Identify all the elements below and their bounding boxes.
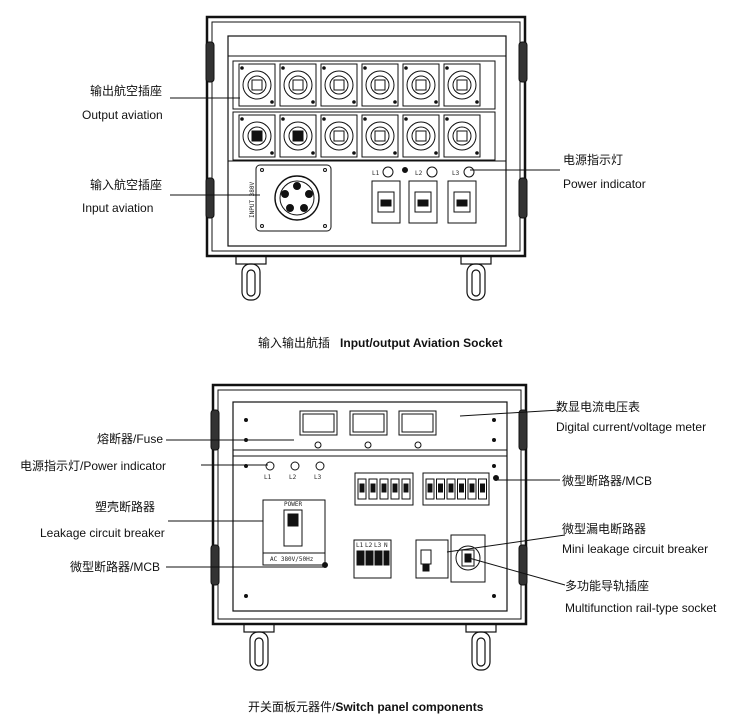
- mcb-toggle: [392, 483, 398, 493]
- mcb-toggle: [381, 483, 387, 493]
- output-socket: [361, 63, 399, 107]
- mini-leakage-breaker: [415, 539, 449, 579]
- figure1-caption-cn: 输入输出航插: [258, 336, 331, 350]
- mcb-pole: [478, 478, 487, 500]
- mcb-pole: [368, 478, 378, 500]
- mcb-toggle: [370, 483, 376, 493]
- mcb-toggle: [480, 483, 485, 493]
- mcb-pole: [436, 478, 445, 500]
- output-socket: [238, 114, 276, 158]
- mcb-pole: [457, 478, 466, 500]
- rail-socket: [450, 534, 486, 583]
- output-socket: [361, 114, 399, 158]
- mcb-pole: [425, 478, 435, 500]
- top-indicator-lamps: [382, 166, 475, 178]
- label-meter-cn: 数显电流电压表: [556, 400, 641, 414]
- breaker-rating-label: AC 380V/50Hz: [270, 556, 314, 563]
- lamp2-label-l1: L1: [264, 474, 272, 481]
- top-case-outline: [205, 15, 528, 258]
- label-power-indicator: 电源指示灯/Power indicator: [20, 459, 167, 473]
- output-socket: [402, 63, 440, 107]
- top-small-sockets: [371, 180, 477, 224]
- top-wheels: [235, 255, 492, 301]
- figure1-caption: 输入输出航插 Input/output Aviation Socket: [258, 336, 502, 350]
- label-mini-cn: 微型漏电断路器: [562, 522, 647, 536]
- label-output-cn: 输出航空插座: [90, 84, 163, 98]
- molded-case-breaker: [262, 499, 326, 566]
- breaker-power-label: POWER: [284, 501, 302, 508]
- bottom-wheels: [243, 623, 497, 671]
- mcb-label-l2: L2: [365, 542, 373, 549]
- mcb-toggle: [448, 483, 454, 493]
- label-input-cn: 输入航空插座: [90, 178, 163, 192]
- lamp-label-l3: L3: [452, 170, 460, 177]
- figure2-caption: 开关面板元器件/Switch panel components: [248, 700, 483, 714]
- bottom-indicator-lamps: [265, 461, 325, 471]
- mcb-toggle: [427, 483, 433, 493]
- label-fuse: 熔断器/Fuse: [97, 432, 164, 446]
- small-socket: [447, 180, 477, 224]
- panel-screws: [244, 418, 499, 598]
- figure2-caption-cn: 开关面板元器件/: [248, 700, 336, 714]
- label-power-cn: 电源指示灯: [563, 153, 624, 167]
- label-rail-cn: 多功能导轨插座: [565, 579, 650, 593]
- label-meter-en: Digital current/voltage meter: [556, 420, 707, 434]
- input-plate-text: INPUT 380V: [249, 181, 256, 218]
- mcb-toggle: [438, 483, 443, 493]
- output-socket: [443, 114, 481, 158]
- label-input-en: Input aviation: [82, 201, 154, 215]
- mcb-pole: [379, 478, 389, 500]
- label-mcb-left: 微型断路器/MCB: [70, 560, 161, 574]
- label-output-en: Output aviation: [82, 108, 163, 122]
- mcb-toggle: [469, 483, 475, 493]
- mcb-toggle: [359, 483, 365, 493]
- label-rail-en: Multifunction rail-type socket: [565, 601, 717, 615]
- output-socket: [238, 63, 276, 107]
- output-socket: [443, 63, 481, 107]
- mcb-label-l3: L3: [374, 542, 382, 549]
- digital-meters: [299, 410, 437, 449]
- label-mcb-right: 微型断路器/MCB: [562, 474, 653, 488]
- lamp-label-l1: L1: [372, 170, 380, 177]
- mcb-toggle: [403, 483, 409, 493]
- mcb-group-right: [354, 472, 490, 506]
- mcb-pole: [401, 478, 411, 500]
- lamp2-label-l3: L3: [314, 474, 322, 481]
- small-socket: [408, 180, 438, 224]
- input-socket-plate: [255, 164, 332, 232]
- mcb-toggle: [459, 483, 464, 493]
- label-leak-en: Leakage circuit breaker: [40, 526, 165, 540]
- output-socket: [402, 114, 440, 158]
- lamp2-label-l2: L2: [289, 474, 297, 481]
- small-socket: [371, 180, 401, 224]
- label-power-en: Power indicator: [563, 177, 646, 191]
- output-socket: [279, 114, 317, 158]
- lamp-label-l2: L2: [415, 170, 423, 177]
- output-socket-panel: [232, 60, 496, 161]
- mcb-label-n: N: [384, 542, 388, 549]
- mcb-pole: [357, 478, 367, 500]
- mcb-lower: [353, 539, 392, 579]
- top-leader-lines: [170, 97, 560, 196]
- mcb-pole: [467, 478, 477, 500]
- figure1-caption-en: Input/output Aviation Socket: [340, 336, 503, 350]
- figure2-caption-en: Switch panel components: [335, 700, 484, 714]
- bottom-leader-lines: [166, 409, 566, 586]
- output-socket: [320, 63, 358, 107]
- label-leak-cn: 塑壳断路器: [95, 500, 156, 514]
- mcb-label-l1: L1: [356, 542, 364, 549]
- label-mini-en: Mini leakage circuit breaker: [562, 542, 709, 556]
- mcb-pole: [446, 478, 456, 500]
- output-socket: [320, 114, 358, 158]
- mcb-pole: [390, 478, 400, 500]
- output-socket: [279, 63, 317, 107]
